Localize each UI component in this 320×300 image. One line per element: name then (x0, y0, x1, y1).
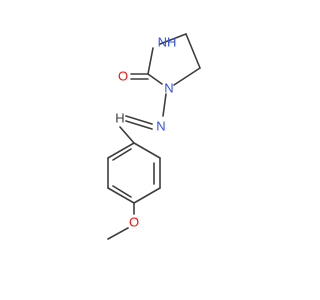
bond-n-imine-c-b (125, 120, 153, 130)
atom-label-imine-nitrogen: N (156, 119, 165, 134)
bond-ch-aryl (119, 126, 135, 144)
bond-c2-nh (147, 47, 154, 75)
molecule-structure: NH O N N H O (107, 33, 201, 240)
bond-ar1-ar2 (133, 142, 161, 159)
bond-ar6-ar1 (107, 142, 135, 159)
bond-ar-inner-2 (112, 185, 132, 198)
bond-n1-n-imine (162, 93, 167, 117)
atom-label-ether-oxygen: O (129, 215, 139, 230)
atom-labels: NH O N N H O (115, 35, 176, 230)
bond-o-methyl (107, 227, 129, 240)
bond-n1-c2 (147, 73, 163, 85)
bond-nh-c4 (159, 33, 187, 45)
atom-label-ring-nitrogen: N (164, 81, 173, 96)
bond-ar4-ar5 (107, 187, 135, 204)
bond-c4-c5 (185, 33, 201, 69)
atom-label-imine-hydrogen: H (115, 111, 124, 126)
atom-label-carbonyl-oxygen: O (118, 69, 128, 84)
bond-ar-inner-3 (112, 148, 132, 161)
bond-c5-n1 (173, 67, 201, 86)
atom-label-nh: NH (158, 35, 177, 50)
bond-ar3-ar4 (133, 187, 161, 204)
bond-n-imine-c-a (125, 115, 153, 125)
bonds (107, 33, 201, 240)
